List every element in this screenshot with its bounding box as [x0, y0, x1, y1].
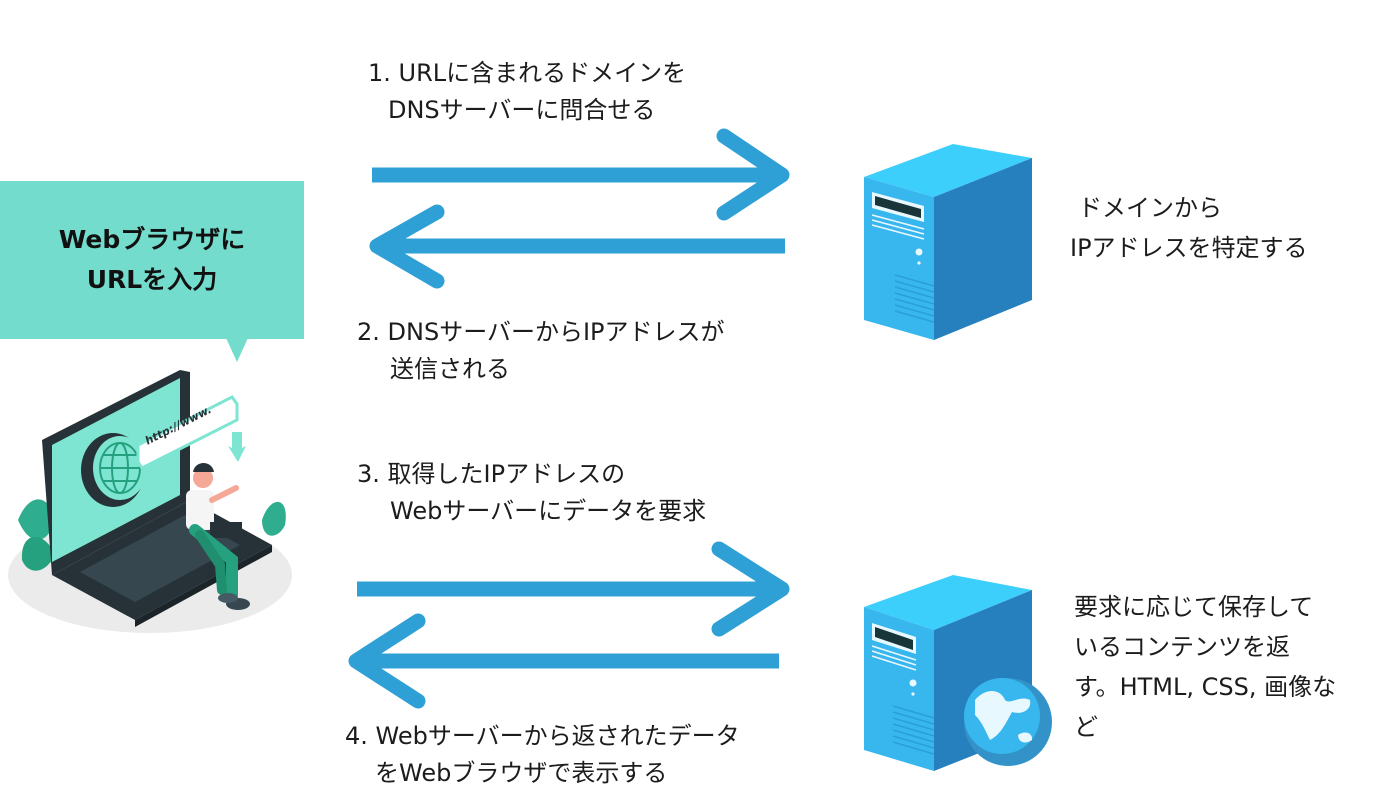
arrow-step-2-left: [369, 204, 785, 289]
step-2-line-2: 送信される: [390, 355, 510, 383]
callout-line-2: URLを入力: [86, 265, 218, 294]
arrow-step-3-right: [357, 541, 790, 637]
step-3-line-1: 取得したIPアドレスの: [387, 460, 626, 488]
step-4-line-1: Webサーバーから返されたデータ: [375, 722, 740, 750]
step-2-line-1: DNSサーバーからIPアドレスが: [387, 318, 725, 346]
web-desc-line-2: いるコンテンツを返: [1074, 633, 1290, 661]
callout-line-1: Webブラウザに: [58, 225, 246, 254]
step-2-number: 2.: [357, 318, 380, 346]
arrow-step-1-right: [372, 128, 790, 221]
step-4-label: 4. Webサーバーから返されたデータ をWebブラウザで表示する: [345, 718, 740, 792]
web-desc-line-4: ど: [1074, 713, 1098, 741]
step-2-label: 2. DNSサーバーからIPアドレスが 送信される: [357, 314, 725, 388]
step-1-line-2: DNSサーバーに問合せる: [388, 96, 656, 124]
web-desc-line-3: す。HTML, CSS, 画像な: [1074, 673, 1337, 701]
step-1-number: 1.: [368, 59, 391, 87]
step-1-line-1: URLに含まれるドメインを: [398, 59, 687, 87]
step-4-number: 4.: [345, 722, 368, 750]
web-server-description: 要求に応じて保存して いるコンテンツを返 す。HTML, CSS, 画像な ど: [1074, 587, 1336, 747]
globe-icon: [964, 678, 1052, 766]
step-3-label: 3. 取得したIPアドレスの Webサーバーにデータを要求: [357, 456, 706, 530]
dns-server-description: ドメインから IPアドレスを特定する: [1070, 188, 1308, 268]
browser-callout-text: Webブラウザに URLを入力: [59, 220, 246, 300]
step-3-line-2: Webサーバーにデータを要求: [390, 497, 707, 525]
browser-callout: Webブラウザに URLを入力: [0, 181, 304, 339]
laptop-user-illustration: [8, 370, 292, 633]
dns-server-icon: [864, 144, 1032, 340]
step-4-line-2: をWebブラウザで表示する: [375, 759, 668, 787]
dns-desc-line-2: IPアドレスを特定する: [1070, 234, 1308, 262]
step-1-label: 1. URLに含まれるドメインを DNSサーバーに問合せる: [368, 55, 686, 129]
arrow-step-4-left: [348, 613, 779, 709]
step-3-number: 3.: [357, 460, 380, 488]
web-desc-line-1: 要求に応じて保存して: [1074, 593, 1314, 621]
dns-desc-line-1: ドメインから: [1078, 194, 1222, 222]
callout-tail: [226, 338, 248, 362]
